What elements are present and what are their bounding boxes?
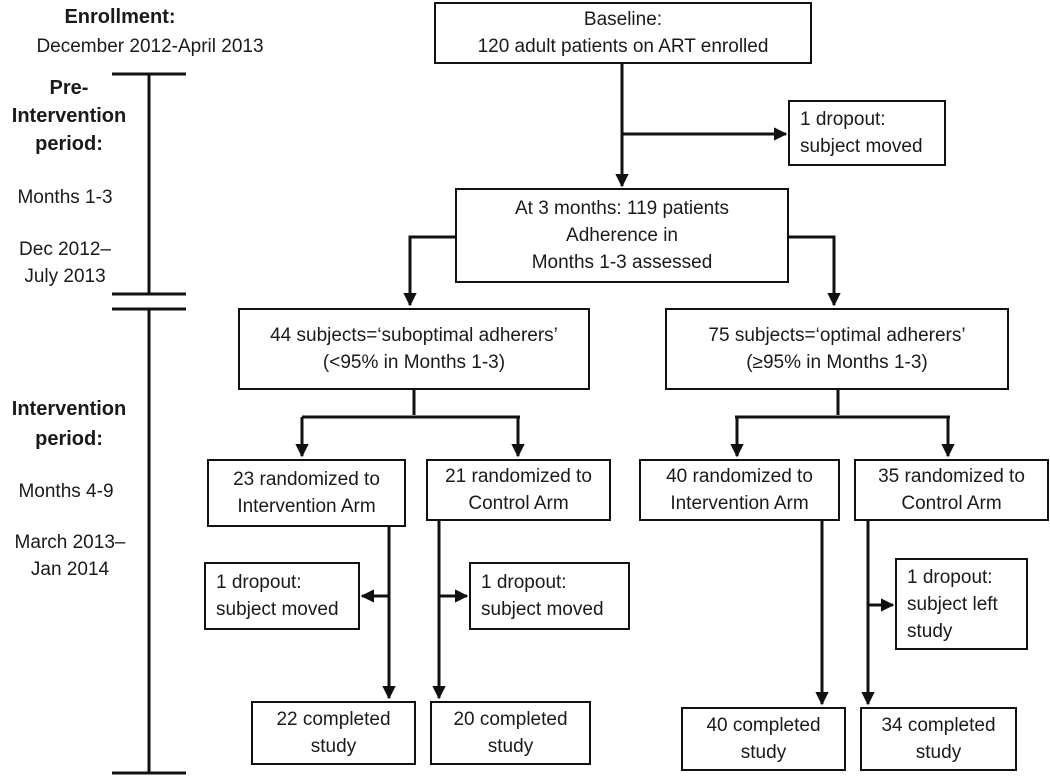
completed-opt-control-line2: study bbox=[915, 742, 962, 763]
completed-sub-intervention-line2: study bbox=[310, 736, 357, 757]
dropout-baseline-line1: 1 dropout: bbox=[800, 109, 886, 130]
completed-sub-control-line1: 20 completed bbox=[453, 709, 568, 730]
sub-intervention-arm-box: 23 randomized to Intervention Arm bbox=[207, 459, 406, 527]
three-months-line3: Months 1-3 assessed bbox=[531, 252, 713, 273]
dropout-sub-intervention-line2: subject moved bbox=[216, 599, 339, 620]
dropout-sub-control-line1: 1 dropout: bbox=[481, 572, 567, 593]
intervention-dates-line1: March 2013– bbox=[14, 532, 126, 553]
dropout-sub-intervention-box: 1 dropout: subject moved bbox=[204, 562, 360, 630]
sub-intervention-line2: Intervention Arm bbox=[237, 496, 376, 517]
suboptimal-adherers-box: 44 subjects=‘suboptimal adherers’ (<95% … bbox=[238, 308, 590, 390]
dropout-sub-intervention-line1: 1 dropout: bbox=[216, 572, 302, 593]
three-months-box: At 3 months: 119 patients Adherence in M… bbox=[455, 188, 789, 283]
optimal-line1: 75 subjects=‘optimal adherers’ bbox=[708, 325, 966, 346]
sub-intervention-line1: 23 randomized to bbox=[233, 469, 380, 490]
opt-control-line2: Control Arm bbox=[901, 493, 1002, 514]
three-months-line1: At 3 months: 119 patients bbox=[514, 198, 730, 219]
suboptimal-line2: (<95% in Months 1-3) bbox=[322, 352, 506, 373]
sub-control-arm-box: 21 randomized to Control Arm bbox=[426, 459, 611, 521]
arrow-3months-to-optimal bbox=[788, 235, 841, 307]
opt-intervention-line2: Intervention Arm bbox=[670, 493, 809, 514]
dropout-opt-control-line3: study bbox=[907, 620, 953, 642]
opt-intervention-arm-box: 40 randomized to Intervention Arm bbox=[639, 459, 840, 521]
pre-dates-line2: July 2013 bbox=[24, 266, 106, 287]
dropout-sub-control-box: 1 dropout: subject moved bbox=[469, 562, 630, 630]
dropout-opt-control-line1: 1 dropout: bbox=[907, 566, 993, 588]
baseline-line2: 120 adult patients on ART enrolled bbox=[477, 36, 769, 57]
opt-control-arm-box: 35 randomized to Control Arm bbox=[854, 459, 1049, 521]
dropout-baseline-line2: subject moved bbox=[800, 136, 923, 157]
pre-heading-line2: Intervention bbox=[11, 105, 127, 127]
intervention-months: Months 4-9 bbox=[18, 481, 114, 502]
opt-intervention-line1: 40 randomized to bbox=[666, 466, 813, 487]
completed-sub-control-line2: study bbox=[487, 736, 534, 757]
completed-opt-intervention-line2: study bbox=[740, 742, 787, 763]
completed-opt-intervention-line1: 40 completed bbox=[706, 715, 821, 736]
completed-sub-intervention-box: 22 completed study bbox=[251, 701, 416, 765]
dropout-baseline-box: 1 dropout: subject moved bbox=[788, 100, 946, 166]
dropout-opt-control-line2: subject left bbox=[907, 593, 998, 615]
sub-control-line1: 21 randomized to bbox=[445, 466, 592, 487]
optimal-adherers-box: 75 subjects=‘optimal adherers’ (≥95% in … bbox=[665, 308, 1009, 390]
pre-heading-line1: Pre- bbox=[49, 77, 89, 99]
baseline-box: Baseline: 120 adult patients on ART enro… bbox=[434, 2, 812, 64]
enrollment-heading: Enrollment: bbox=[64, 6, 176, 28]
completed-opt-control-line1: 34 completed bbox=[881, 715, 996, 736]
suboptimal-line1: 44 subjects=‘suboptimal adherers’ bbox=[270, 325, 558, 346]
dropout-opt-control-box: 1 dropout: subject left study bbox=[895, 558, 1028, 650]
enrollment-dates: December 2012-April 2013 bbox=[36, 36, 264, 57]
completed-opt-intervention-box: 40 completed study bbox=[681, 707, 846, 771]
completed-opt-control-box: 34 completed study bbox=[860, 707, 1017, 771]
dropout-sub-control-line2: subject moved bbox=[481, 599, 604, 620]
intervention-heading-line2: period: bbox=[35, 428, 103, 450]
baseline-line1: Baseline: bbox=[583, 9, 663, 30]
optimal-line2: (≥95% in Months 1-3) bbox=[746, 352, 928, 373]
intervention-dates-line2: Jan 2014 bbox=[30, 559, 110, 580]
three-months-line2: Adherence in bbox=[566, 225, 678, 246]
intervention-heading-line1: Intervention bbox=[11, 398, 127, 420]
pre-months: Months 1-3 bbox=[17, 187, 113, 208]
arrow-3months-to-suboptimal bbox=[403, 235, 456, 307]
pre-dates-line1: Dec 2012– bbox=[19, 239, 111, 260]
opt-control-line1: 35 randomized to bbox=[878, 466, 1025, 487]
completed-sub-control-box: 20 completed study bbox=[430, 701, 591, 765]
completed-sub-intervention-line1: 22 completed bbox=[276, 709, 391, 730]
pre-heading-line3: period: bbox=[35, 133, 103, 155]
sub-control-line2: Control Arm bbox=[468, 493, 569, 514]
